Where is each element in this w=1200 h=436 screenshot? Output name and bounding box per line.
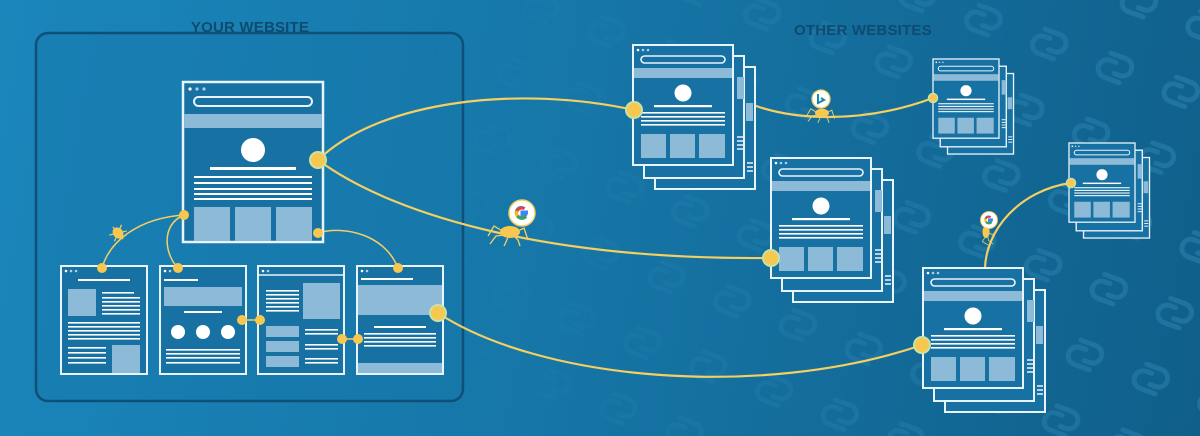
google-badge-icon — [507, 198, 537, 228]
bing-badge-icon — [811, 89, 831, 109]
other-site-1[interactable] — [632, 44, 756, 190]
link-nodes — [97, 92, 1077, 354]
google-badge-icon-2 — [979, 210, 999, 230]
other-site-3[interactable] — [922, 267, 1046, 413]
other-site-5[interactable] — [1068, 142, 1151, 239]
link-lines — [101, 96, 1072, 378]
subpage-3[interactable] — [257, 265, 345, 375]
subpage-4[interactable] — [356, 265, 444, 375]
subpage-2[interactable] — [159, 265, 247, 375]
subpage-1[interactable] — [60, 265, 148, 375]
other-site-2[interactable] — [770, 157, 894, 303]
bug-crawler-icon — [109, 224, 127, 242]
your-homepage[interactable] — [181, 80, 325, 244]
your-website-title: YOUR WEBSITE — [190, 19, 310, 36]
other-websites-title: OTHER WEBSITES — [794, 22, 932, 39]
other-site-4[interactable] — [932, 58, 1015, 155]
